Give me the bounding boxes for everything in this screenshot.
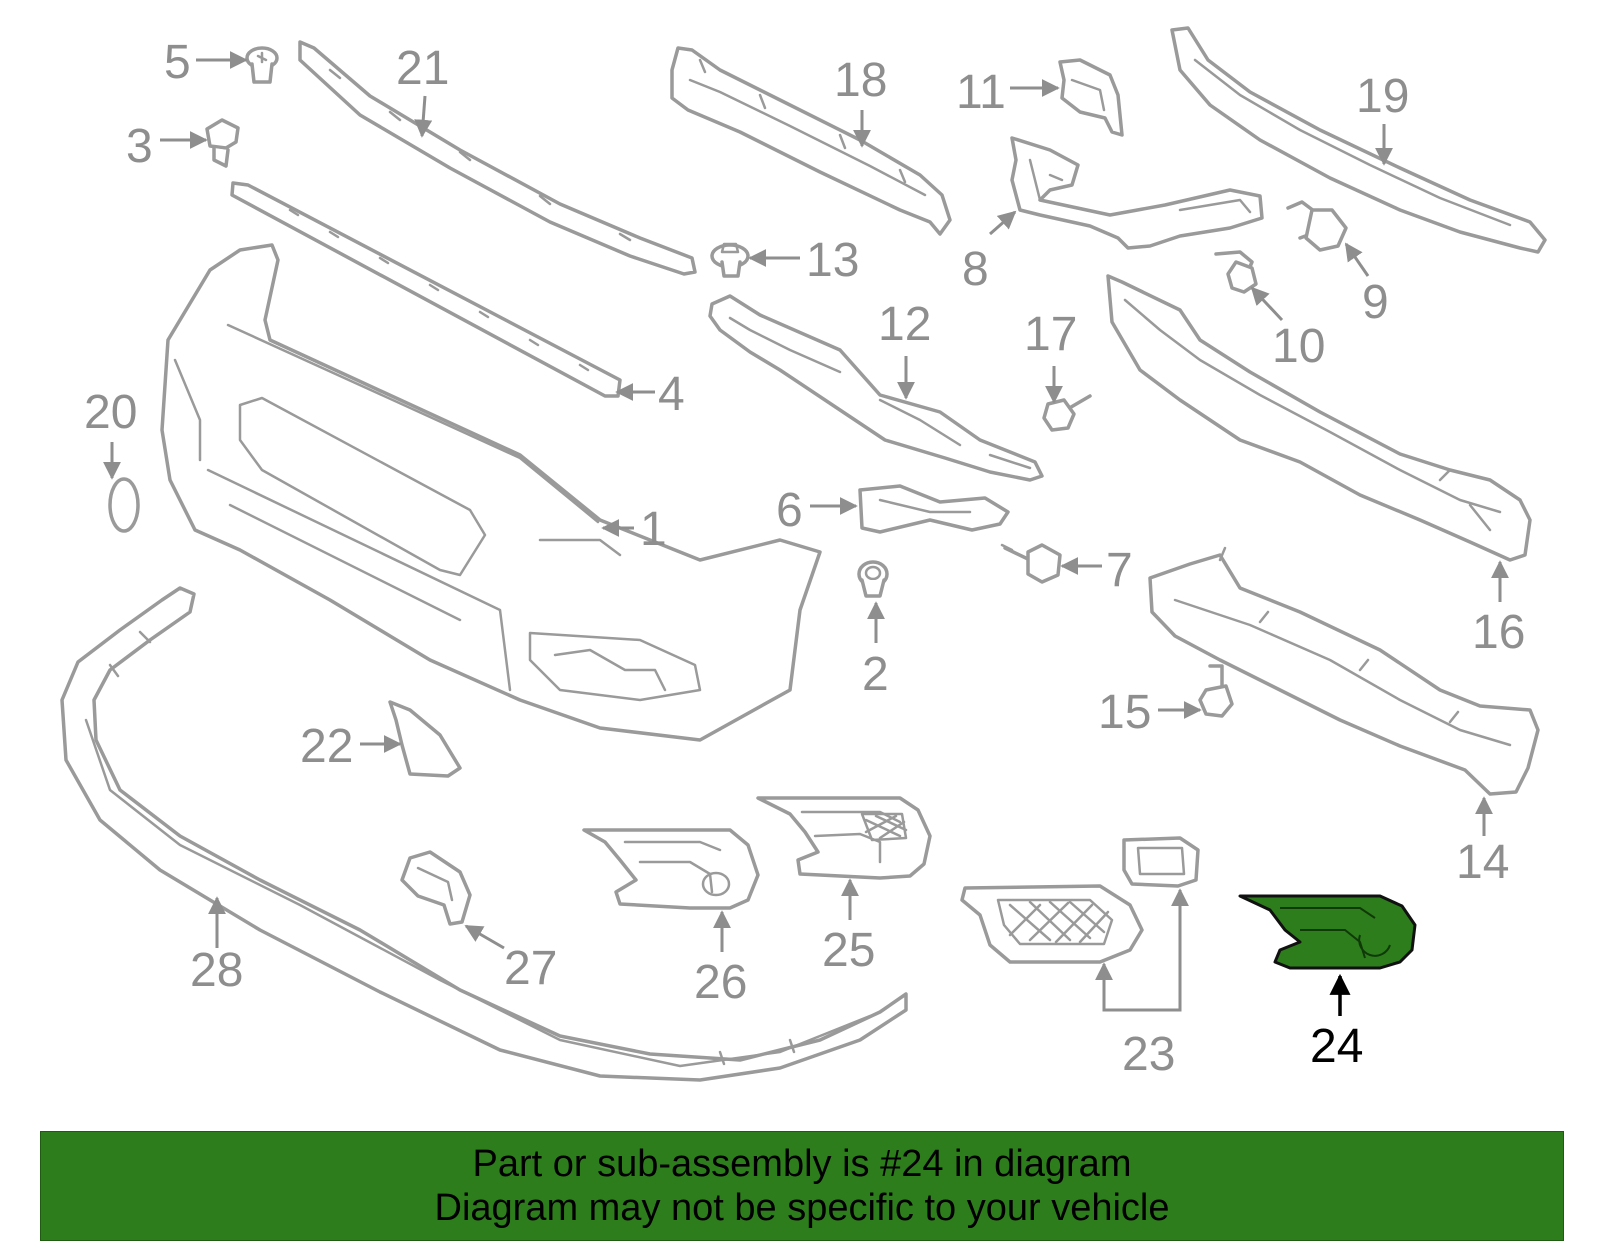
- banner-disclaimer: Diagram may not be specific to your vehi…: [434, 1187, 1170, 1229]
- part-23-grille: [960, 836, 1200, 964]
- callout-7: 7: [1106, 544, 1133, 597]
- callout-11: 11: [956, 66, 1006, 119]
- callout-28: 28: [190, 944, 243, 997]
- part-28-lip-spoiler: [60, 586, 908, 1082]
- callout-24: 24: [1310, 1020, 1363, 1073]
- part-12-absorber: [708, 294, 1044, 482]
- callout-17: 17: [1024, 308, 1077, 361]
- part-3-clip: [205, 118, 240, 168]
- callout-26: 26: [694, 956, 747, 1009]
- callout-14: 14: [1456, 836, 1509, 889]
- callout-16: 16: [1472, 606, 1525, 659]
- callout-27: 27: [504, 942, 557, 995]
- callout-4: 4: [658, 368, 685, 421]
- part-16-reinforcement: [1106, 274, 1532, 562]
- part-19-bracket: [1170, 26, 1547, 254]
- callout-23: 23: [1122, 1028, 1175, 1081]
- callout-25: 25: [822, 924, 875, 977]
- callout-3: 3: [126, 120, 153, 173]
- callout-9: 9: [1362, 276, 1389, 329]
- part-10-clip: [1214, 250, 1258, 294]
- part-24-fog-lamp-cover: [1238, 894, 1417, 970]
- part-18-beam: [670, 46, 952, 236]
- callout-22: 22: [300, 720, 353, 773]
- part-1-bumper-cover: [160, 243, 822, 742]
- callout-2: 2: [862, 648, 889, 701]
- callout-18: 18: [834, 54, 887, 107]
- part-11-bracket: [1058, 58, 1124, 137]
- callout-13: 13: [806, 234, 859, 287]
- part-8-bracket: [1010, 136, 1264, 250]
- callout-20: 20: [84, 386, 137, 439]
- part-6-bracket: [858, 484, 1010, 534]
- part-7-bolt: [1000, 543, 1062, 584]
- callout-15: 15: [1098, 686, 1151, 739]
- part-9-clip: [1286, 200, 1348, 252]
- info-banner: Part or sub-assembly is #24 in diagram D…: [40, 1131, 1564, 1241]
- callout-8: 8: [962, 243, 989, 296]
- banner-part-reference: Part or sub-assembly is #24 in diagram: [472, 1143, 1132, 1185]
- callout-12: 12: [878, 298, 931, 351]
- callout-5: 5: [164, 36, 191, 89]
- callout-21: 21: [396, 42, 449, 95]
- part-21-strip: [298, 40, 697, 276]
- part-14-support: [1148, 546, 1540, 796]
- part-17-bolt: [1042, 394, 1092, 432]
- part-5-bolt: [245, 46, 279, 84]
- callout-10: 10: [1272, 320, 1325, 373]
- part-20-cap: [108, 477, 140, 533]
- callout-6: 6: [776, 484, 803, 537]
- part-26-cover: [582, 828, 760, 910]
- part-27-bracket: [400, 850, 472, 926]
- callout-labels: 1 2 3 4 5 6 7 8 9 10 11 12 13 14 15 16 1…: [84, 36, 1525, 1081]
- callout-19: 19: [1356, 70, 1409, 123]
- callout-1: 1: [640, 503, 667, 556]
- part-22-cover: [388, 700, 462, 778]
- part-13-clip: [710, 242, 750, 278]
- part-25-cover: [756, 796, 932, 880]
- leader-lines: [103, 51, 1509, 1016]
- part-15-bolt: [1198, 664, 1234, 718]
- part-2-clip: [857, 560, 889, 598]
